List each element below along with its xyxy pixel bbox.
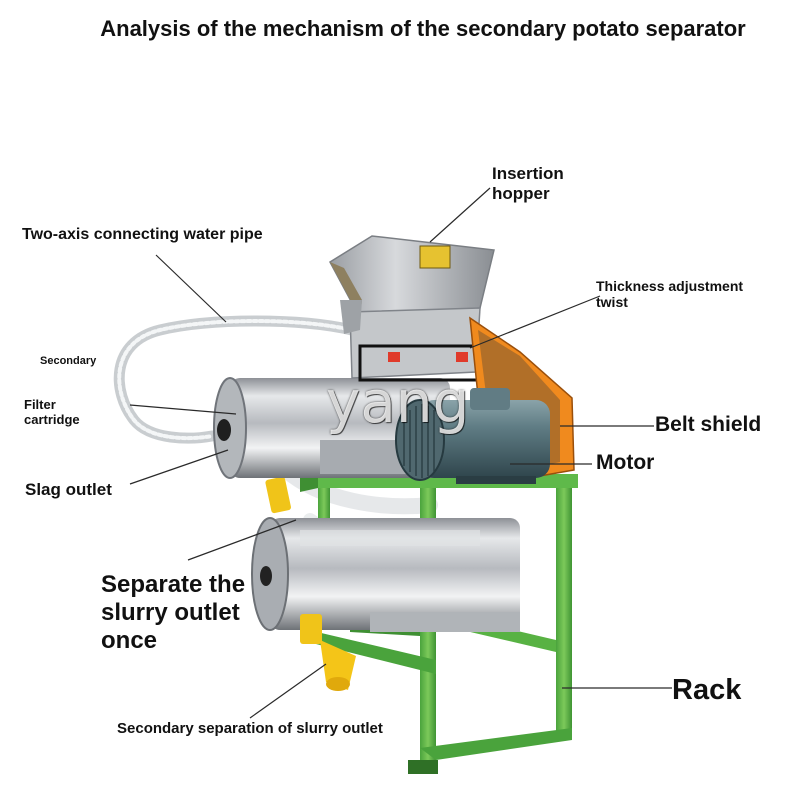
label-insertion-hopper: Insertion hopper: [492, 164, 564, 203]
lower-cylinder: [251, 517, 520, 632]
label-secondary-slurry-outlet: Secondary separation of slurry outlet: [117, 720, 383, 737]
diagram-title: Analysis of the mechanism of the seconda…: [100, 16, 746, 41]
label-slag-outlet: Slag outlet: [25, 480, 112, 499]
leader-lines: [129, 187, 672, 719]
label-rack: Rack: [672, 674, 742, 706]
label-water-pipe: Two-axis connecting water pipe: [22, 226, 263, 243]
label-thickness-adjustment: Thickness adjustment twist: [596, 278, 744, 310]
label-secondary: Secondary: [40, 355, 97, 367]
label-filter-cartridge: Filter cartridge: [24, 397, 80, 427]
insertion-hopper: [329, 235, 495, 382]
label-belt-shield: Belt shield: [655, 413, 762, 436]
label-motor: Motor: [596, 451, 655, 474]
motor: [395, 388, 550, 484]
yellow-outlets: [265, 476, 356, 691]
watermark-yang: yang: [326, 368, 470, 436]
label-separate-slurry-once: Separate the slurry outlet once: [101, 571, 246, 654]
